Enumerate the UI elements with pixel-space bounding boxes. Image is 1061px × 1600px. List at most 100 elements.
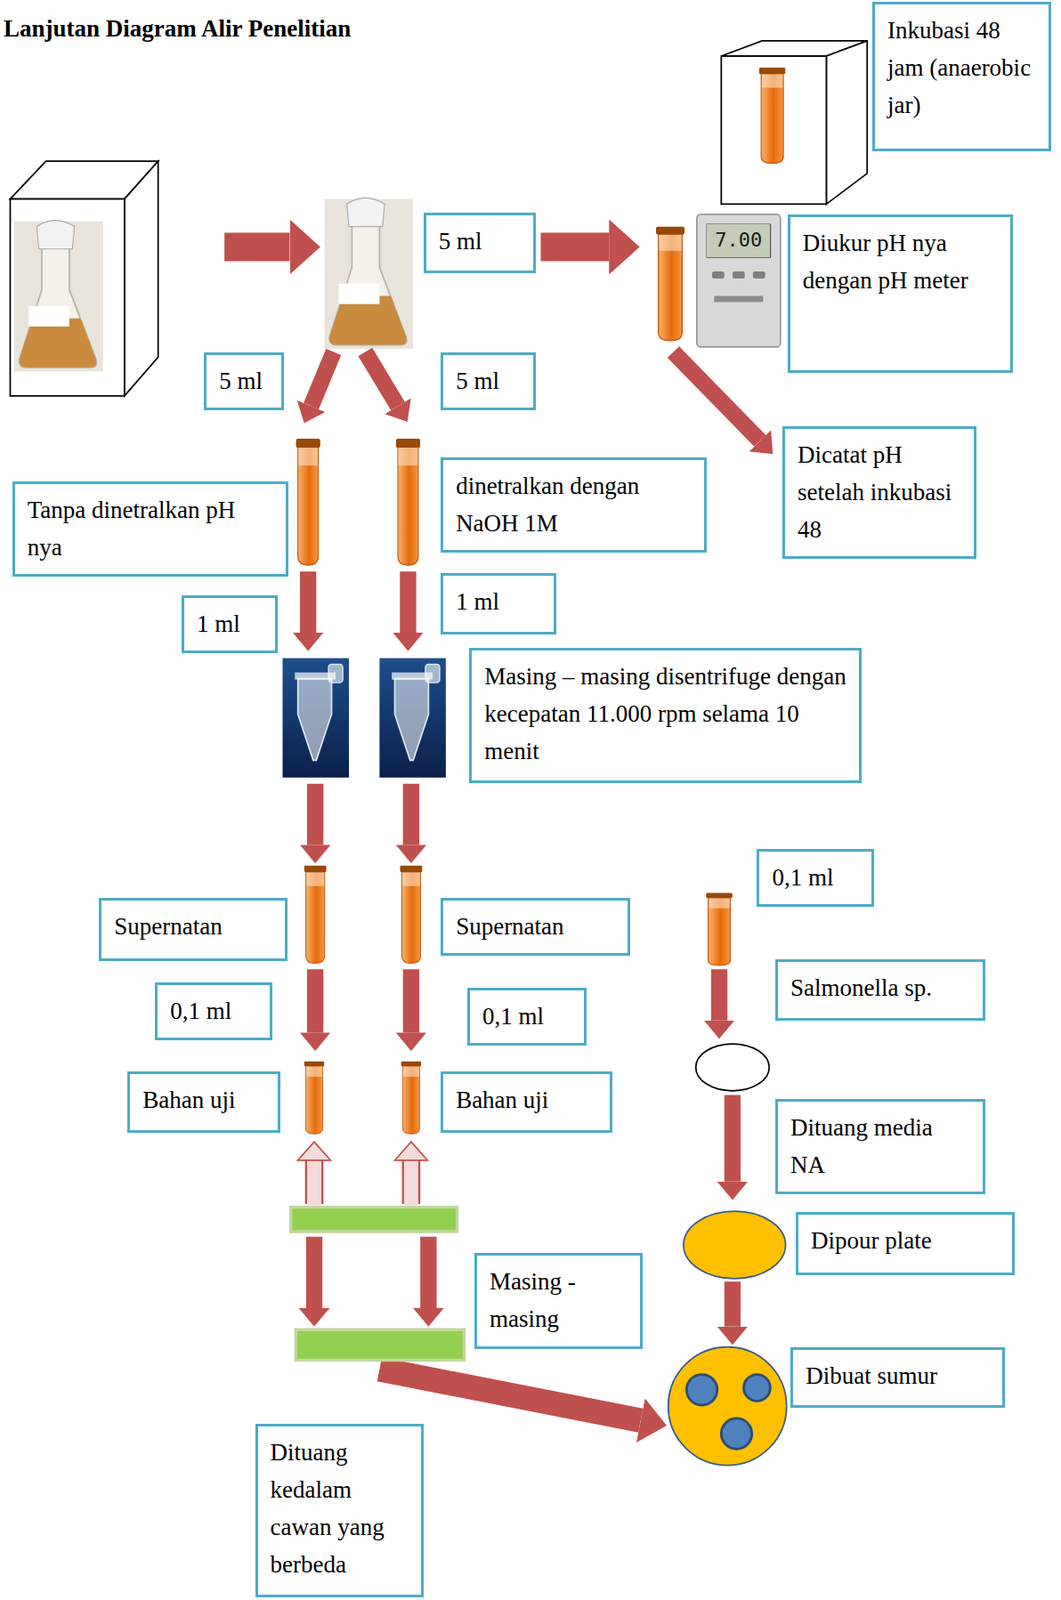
flow-arrow bbox=[307, 1159, 322, 1207]
agar-well bbox=[686, 1375, 717, 1406]
box-text: Bahan uji bbox=[142, 1081, 268, 1119]
well-dish bbox=[668, 1347, 787, 1466]
box-text: Dituang kedalam cawan yang berbeda bbox=[270, 1433, 411, 1584]
flow-arrow bbox=[711, 969, 728, 1021]
box-text: 0,1 ml bbox=[170, 992, 260, 1030]
test-tube bbox=[705, 892, 733, 966]
test-tube bbox=[396, 438, 422, 566]
text-box: Inkubasi 48 jam (anaerobic jar) bbox=[872, 1, 1052, 151]
flow-arrow bbox=[364, 352, 398, 407]
flow-arrow bbox=[379, 1369, 640, 1421]
culture-flask bbox=[323, 197, 414, 349]
text-box: Bahan uji bbox=[127, 1071, 281, 1134]
ph-meter-screen bbox=[706, 224, 770, 258]
box-text: Salmonella sp. bbox=[790, 969, 972, 1007]
text-box: 5 ml bbox=[203, 352, 284, 411]
flow-arrow bbox=[299, 571, 316, 633]
text-box: Bahan uji bbox=[440, 1071, 613, 1134]
text-box: Dibuat sumur bbox=[790, 1347, 1005, 1410]
culture-flask bbox=[14, 220, 104, 373]
flow-arrow bbox=[399, 571, 416, 633]
flow-arrow bbox=[724, 1094, 741, 1182]
microtube-photo bbox=[282, 658, 349, 778]
box-text: Supernatan bbox=[113, 907, 275, 946]
flow-arrow bbox=[307, 784, 324, 846]
box-text: 5 ml bbox=[455, 362, 523, 400]
agar-well bbox=[744, 1375, 771, 1402]
test-tube bbox=[656, 226, 685, 341]
flow-arrow bbox=[420, 1237, 437, 1309]
box-text: Dipour plate bbox=[810, 1222, 1002, 1260]
text-box: Supernatan bbox=[98, 898, 288, 962]
flow-arrow bbox=[404, 1159, 419, 1207]
flow-arrow bbox=[540, 232, 609, 261]
box-text: Masing – masing disentrifuge dengan kece… bbox=[484, 657, 849, 770]
box-text: Dicatat pH setelah inkubasi 48 bbox=[797, 436, 964, 549]
text-box: 0,1 ml bbox=[756, 849, 875, 908]
incubator-front bbox=[9, 199, 124, 397]
test-tube bbox=[295, 438, 321, 566]
text-box: 1 ml bbox=[440, 573, 557, 635]
text-box: Dipour plate bbox=[795, 1212, 1015, 1276]
flow-arrow bbox=[224, 232, 290, 261]
text-box: Masing – masing disentrifuge dengan kece… bbox=[469, 647, 862, 783]
box-text: Supernatan bbox=[455, 907, 617, 946]
test-tube bbox=[759, 67, 786, 164]
text-box: 5 ml bbox=[440, 352, 536, 411]
box-text: Diukur pH nya dengan pH meter bbox=[802, 224, 1000, 300]
text-box: Diukur pH nya dengan pH meter bbox=[787, 214, 1013, 373]
box-text: 0,1 ml bbox=[482, 997, 574, 1036]
flow-arrow bbox=[307, 969, 324, 1033]
box-text: 0,1 ml bbox=[771, 858, 861, 897]
text-box: Masing - masing bbox=[474, 1253, 643, 1350]
box-text: 1 ml bbox=[455, 583, 543, 621]
microtube-photo bbox=[379, 658, 446, 778]
box-text: Inkubasi 48 jam (anaerobic jar) bbox=[887, 11, 1038, 124]
test-tube bbox=[304, 1061, 325, 1135]
box-text: Dibuat sumur bbox=[805, 1357, 992, 1395]
flow-arrow bbox=[403, 969, 420, 1033]
ph-meter-button bbox=[753, 271, 766, 279]
agar-well bbox=[720, 1418, 752, 1450]
ph-meter bbox=[696, 214, 781, 348]
ph-meter-brand bbox=[713, 296, 763, 303]
text-box: Dicatat pH setelah inkubasi 48 bbox=[782, 426, 977, 559]
text-box: Salmonella sp. bbox=[775, 959, 986, 1021]
flow-arrow bbox=[311, 352, 334, 407]
test-tube bbox=[399, 865, 422, 964]
agar-dish bbox=[683, 1211, 786, 1280]
text-box: 0,1 ml bbox=[467, 988, 587, 1046]
text-box: Dituang kedalam cawan yang berbeda bbox=[255, 1424, 424, 1598]
box-text: Masing - masing bbox=[489, 1263, 630, 1338]
incubator-side bbox=[124, 161, 159, 397]
microtube bbox=[391, 664, 440, 761]
test-tube bbox=[304, 865, 327, 964]
flow-arrow bbox=[724, 1281, 741, 1327]
box-text: 1 ml bbox=[196, 605, 265, 643]
ph-meter-button bbox=[732, 271, 746, 279]
flow-arrow bbox=[306, 1237, 323, 1309]
tray bbox=[295, 1329, 464, 1361]
text-box: Dituang media NA bbox=[775, 1099, 986, 1195]
box-text: 5 ml bbox=[218, 362, 270, 400]
ph-meter-button bbox=[712, 271, 725, 279]
box-text: Bahan uji bbox=[455, 1081, 600, 1119]
incubator-front bbox=[720, 56, 827, 204]
text-box: dinetralkan dengan NaOH 1M bbox=[440, 457, 707, 554]
text-box: 5 ml bbox=[423, 212, 536, 275]
empty-dish bbox=[696, 1044, 770, 1092]
text-box: 1 ml bbox=[181, 595, 278, 654]
text-box: Tanpa dinetralkan pH nya bbox=[12, 481, 290, 577]
text-box: Supernatan bbox=[440, 898, 631, 956]
box-text: Dituang media NA bbox=[790, 1109, 972, 1184]
test-tube bbox=[400, 1061, 422, 1135]
flow-arrow bbox=[672, 352, 760, 442]
incubator-side bbox=[826, 40, 867, 204]
box-text: Tanpa dinetralkan pH nya bbox=[27, 491, 276, 567]
box-text: dinetralkan dengan NaOH 1M bbox=[455, 467, 694, 543]
microtube bbox=[294, 664, 343, 761]
tray bbox=[291, 1207, 458, 1233]
box-text: 5 ml bbox=[438, 222, 523, 260]
text-box: 0,1 ml bbox=[154, 982, 273, 1041]
